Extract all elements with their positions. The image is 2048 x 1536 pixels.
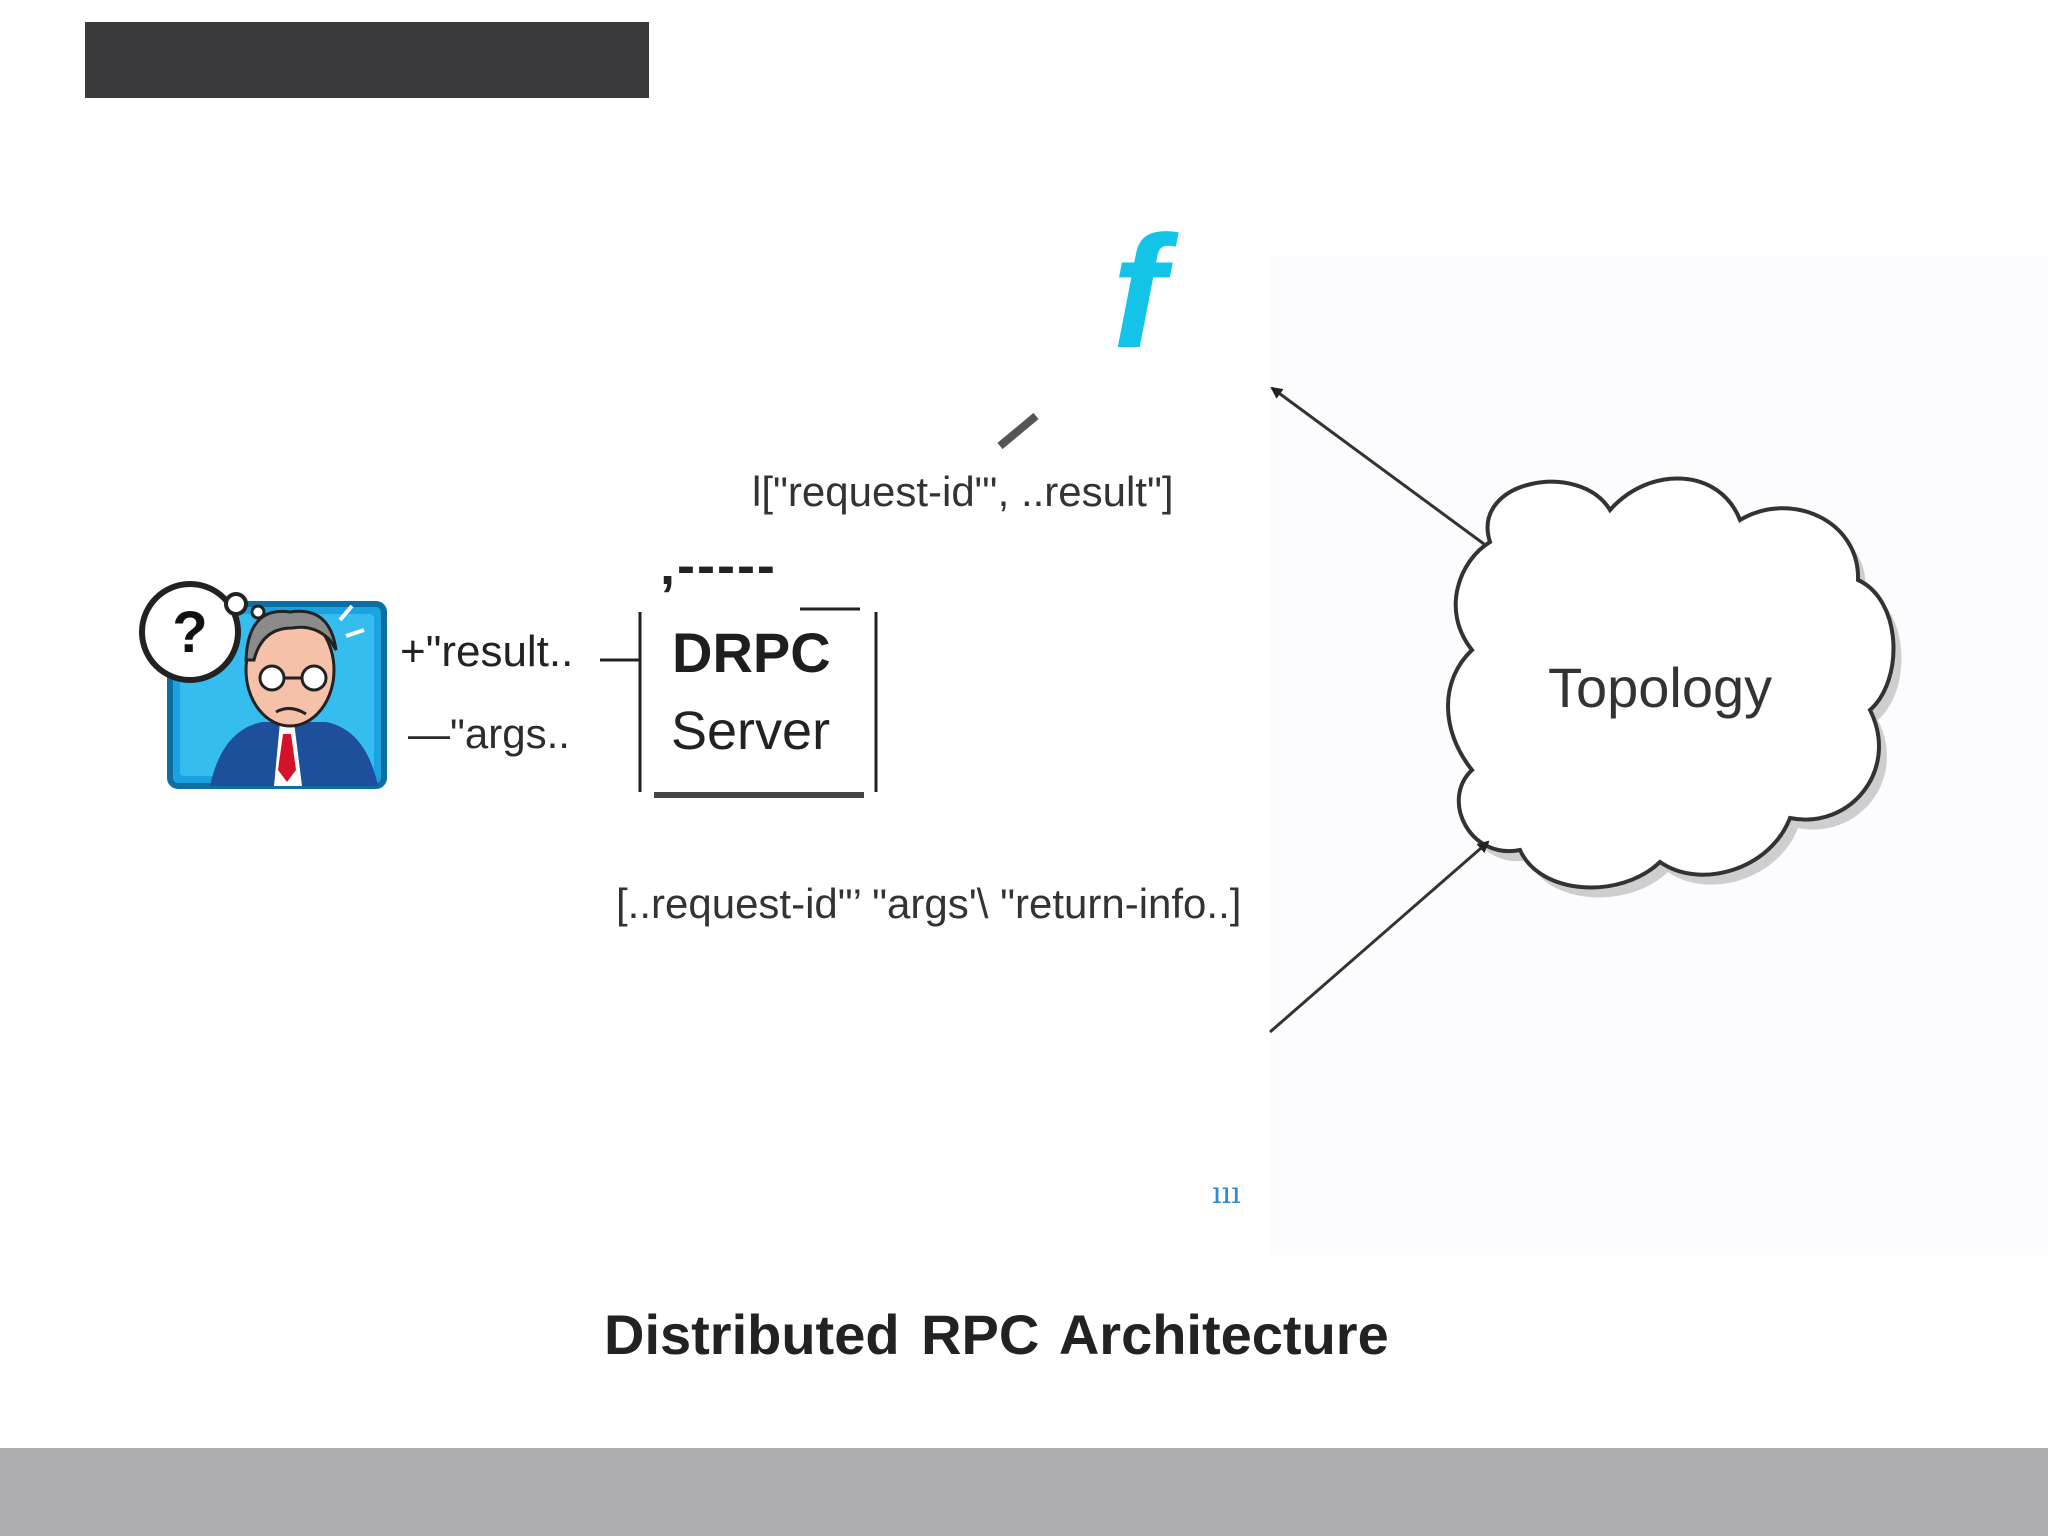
confused-user-icon: ? (139, 581, 387, 789)
server-top-artifact: ,----- (660, 536, 777, 596)
slide-title-bar (85, 22, 649, 98)
request-args-return-label: [..request-id"’ "args'\ "return-info..] (616, 880, 1242, 927)
arrow-to-topology (1269, 840, 1490, 1034)
arrow-to-function (1270, 386, 1485, 546)
figure-caption: Distributed RPC Architecture (604, 1303, 1389, 1366)
client-args-label: —"args.. (408, 710, 570, 757)
client-result-label: +"result.. (400, 627, 574, 676)
topology-cloud (1446, 476, 1902, 898)
footer-bar (0, 1448, 2048, 1536)
decorative-blue-mark: ııı (1212, 1176, 1241, 1211)
server-title: DRPC (672, 621, 831, 684)
svg-text:?: ? (172, 600, 207, 665)
server-subtitle: Server (671, 701, 831, 761)
function-icon: f (1112, 202, 1166, 381)
topology-label: Topology (1548, 656, 1773, 719)
artifact-stroke (997, 412, 1039, 450)
request-result-label: l["request-id"', ..result"] (752, 468, 1174, 515)
